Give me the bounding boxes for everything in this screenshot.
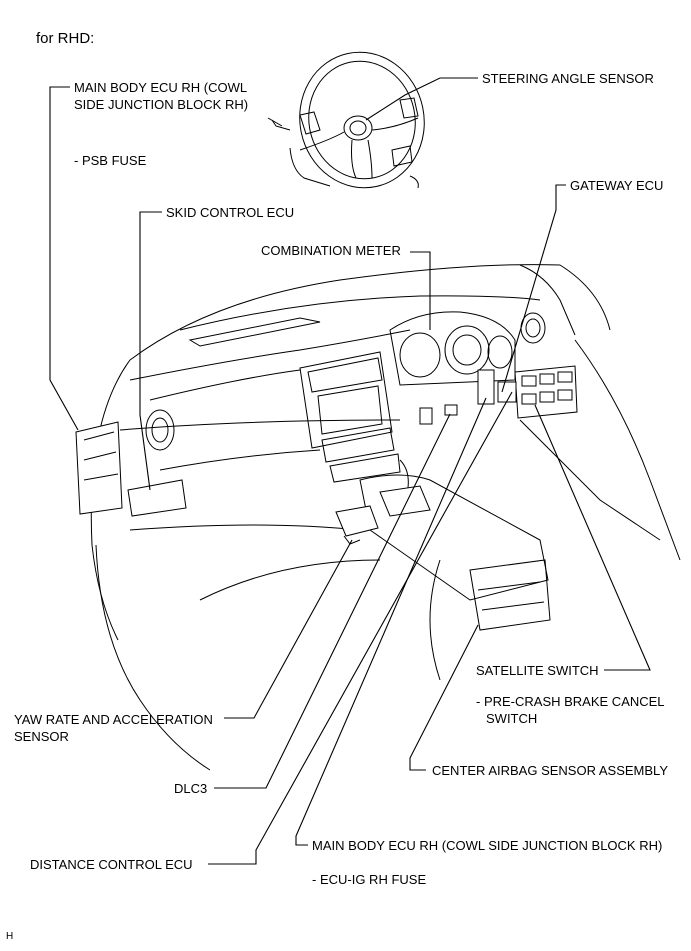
dashboard-drawing [75,264,681,771]
combination-meter-label: COMBINATION METER [261,243,401,258]
ecu-ig-rh-fuse-label: - ECU-IG RH FUSE [312,872,427,887]
main-body-ecu-rh-label-line2: SIDE JUNCTION BLOCK RH) [74,97,249,112]
dlc3-label: DLC3 [174,781,208,796]
distance-control-ecu-label: DISTANCE CONTROL ECU [30,857,193,872]
gateway-ecu-label: GATEWAY ECU [570,178,664,193]
yaw-rate-sensor-label-line1: YAW RATE AND ACCELERATION [14,712,213,727]
main-body-ecu-rh-bottom-label: MAIN BODY ECU RH (COWL SIDE JUNCTION BLO… [312,838,663,853]
steering-wheel-drawing [267,51,425,189]
pre-crash-brake-cancel-label-line2: SWITCH [486,711,538,726]
main-body-ecu-rh-label-line1: MAIN BODY ECU RH (COWL [74,80,248,95]
satellite-switch-label: SATELLITE SWITCH [476,663,599,678]
psb-fuse-label: - PSB FUSE [74,153,147,168]
steering-angle-sensor-label: STEERING ANGLE SENSOR [482,71,654,86]
yaw-rate-sensor-label-line2: SENSOR [14,729,69,744]
skid-control-ecu-label: SKID CONTROL ECU [166,205,295,220]
pre-crash-brake-cancel-label-line1: - PRE-CRASH BRAKE CANCEL [476,694,665,709]
corner-mark: H [6,931,14,942]
leader-lines [49,77,651,865]
diagram-title: for RHD: [36,30,95,47]
center-airbag-sensor-label: CENTER AIRBAG SENSOR ASSEMBLY [432,763,668,778]
